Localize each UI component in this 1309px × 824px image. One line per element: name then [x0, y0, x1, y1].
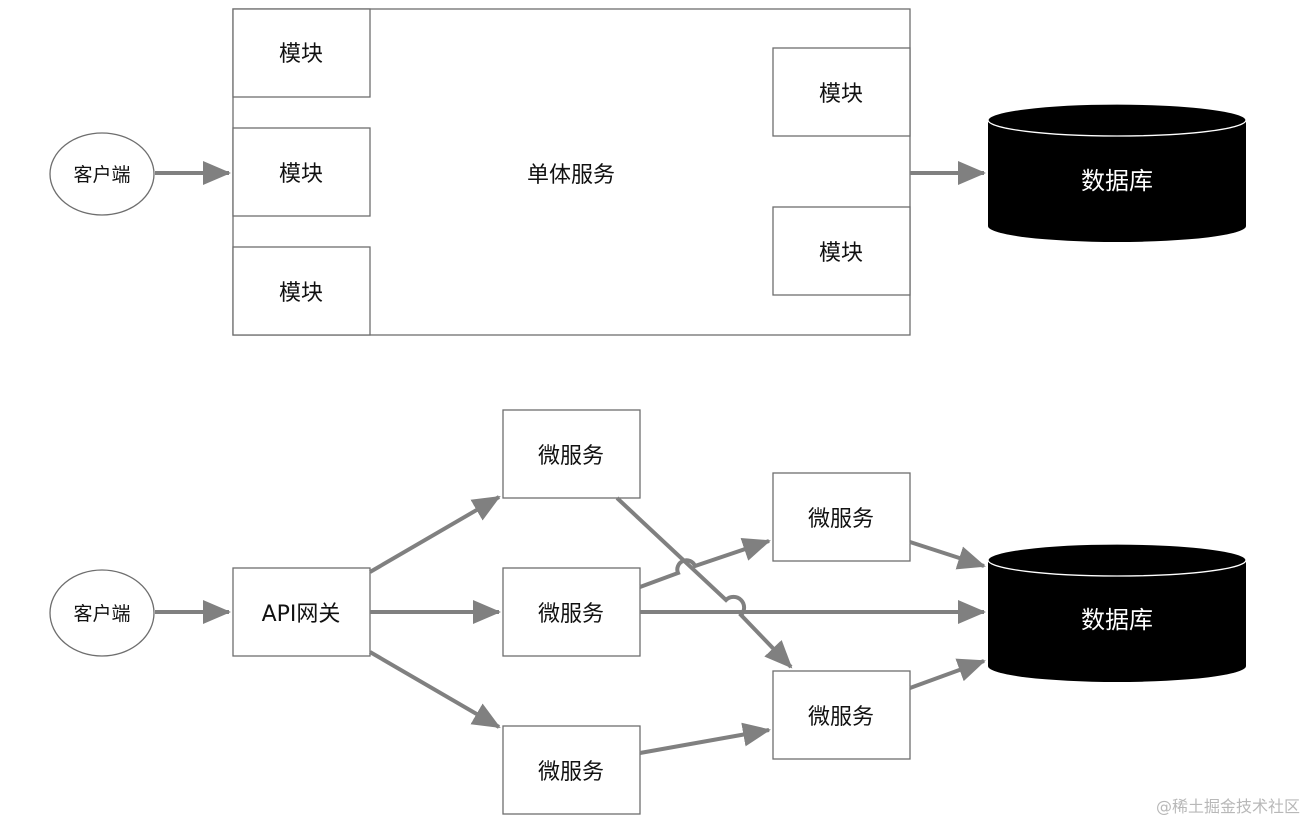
arrow-service-4-to-database	[909, 540, 986, 570]
microservice-label: 微服务	[538, 444, 604, 469]
monolith-client-node	[49, 132, 155, 216]
arrow-service-1-to-service-5	[615, 496, 793, 669]
module-box	[772, 206, 911, 296]
module-label: 模块	[819, 82, 863, 107]
watermark-text: @稀土掘金技术社区	[1156, 797, 1300, 816]
monolith-database-label: 数据库	[1081, 167, 1153, 195]
arrow-gateway-to-service-1	[368, 495, 501, 574]
arrow-service-5-to-database	[909, 658, 986, 690]
module-label: 模块	[279, 162, 323, 187]
microservice-label: 微服务	[538, 602, 604, 627]
monolith-section: 客户端 单体服务 模块 模块 模块 模块 模块 数据库	[49, 8, 1247, 336]
module-box	[232, 8, 371, 98]
micro-database-cylinder	[987, 543, 1247, 682]
module-label: 模块	[279, 281, 323, 306]
microservices-section: 客户端 API网关 微服务 微服务 微服务 微服务 微服务 数据库	[49, 409, 1247, 815]
micro-database-label: 数据库	[1081, 606, 1153, 634]
module-label: 模块	[819, 241, 863, 266]
microservice-box	[502, 725, 641, 815]
arrow-gateway-to-service-3	[368, 650, 501, 729]
micro-client-label: 客户端	[73, 603, 130, 625]
monolith-service-label: 单体服务	[527, 163, 615, 188]
microservice-label: 微服务	[808, 705, 874, 730]
microservice-box	[772, 472, 911, 562]
microservice-box	[502, 409, 641, 499]
microservice-box	[772, 670, 911, 760]
module-label: 模块	[279, 42, 323, 67]
module-box	[232, 246, 371, 336]
micro-client-node	[49, 569, 155, 657]
module-box	[232, 127, 371, 217]
arrow-service-3-to-service-5	[639, 722, 771, 755]
api-gateway-label: API网关	[262, 602, 341, 627]
microservice-label: 微服务	[808, 507, 874, 532]
monolith-client-label: 客户端	[73, 164, 130, 186]
module-box	[772, 47, 911, 137]
api-gateway-box	[232, 567, 371, 657]
microservice-label: 微服务	[538, 760, 604, 785]
microservice-box	[502, 567, 641, 657]
monolith-database-cylinder	[987, 103, 1247, 242]
